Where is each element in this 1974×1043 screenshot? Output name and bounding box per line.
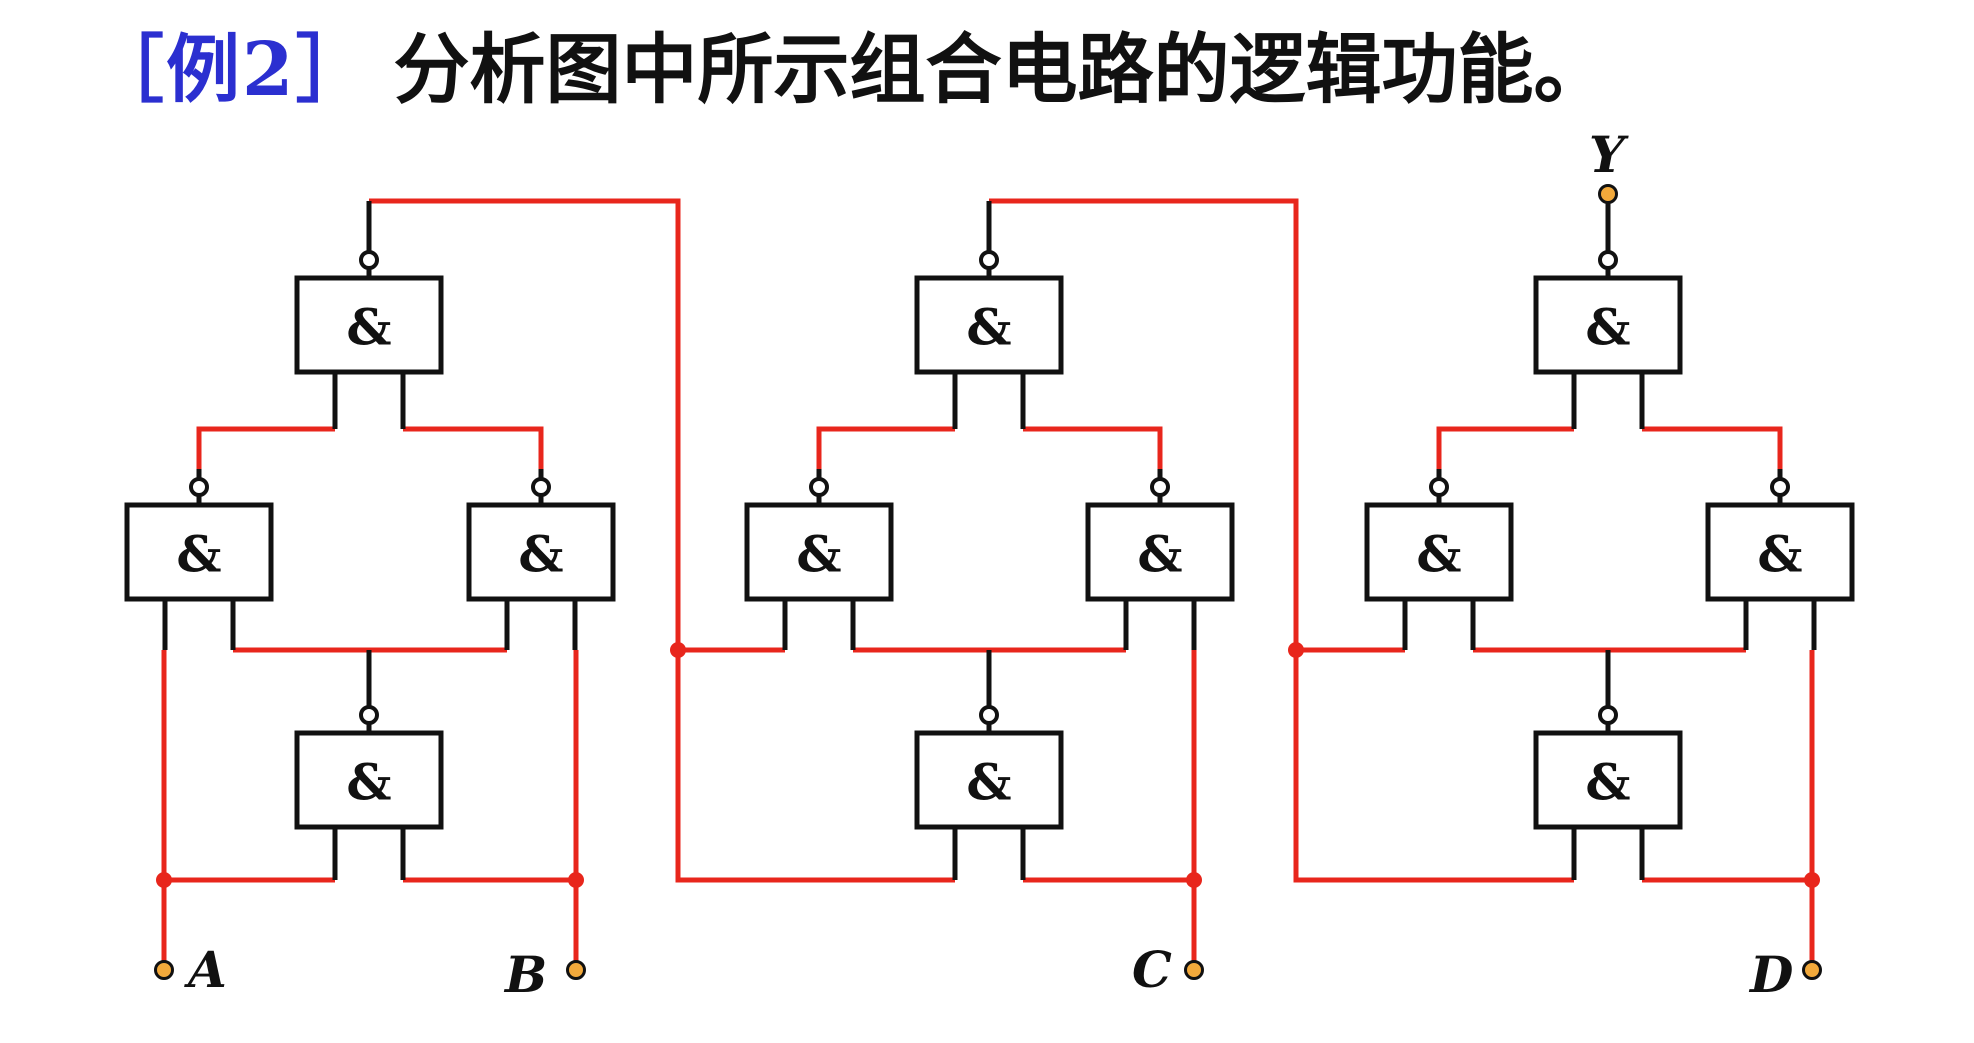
and-symbol: & <box>796 525 841 584</box>
terminal-label-a: A <box>184 940 227 999</box>
and-symbol: & <box>966 753 1011 812</box>
junction-dot <box>1186 872 1202 888</box>
gate-body <box>294 275 444 375</box>
inversion-bubble <box>979 250 999 270</box>
inversion-bubble <box>189 477 209 497</box>
wire-right-to-top <box>403 426 544 479</box>
and-symbol: & <box>1416 525 1461 584</box>
gate-body <box>294 730 444 830</box>
slide-title: ［例2］ 分析图中所示组合电路的逻辑功能。 <box>90 18 1610 114</box>
title-text: 分析图中所示组合电路的逻辑功能。 <box>393 25 1610 114</box>
inversion-bubble <box>359 250 379 270</box>
wire-feed-1-low <box>675 650 955 883</box>
and-symbol: & <box>966 298 1011 357</box>
nand-gates: & & & & & & & & & & & & <box>124 275 1855 830</box>
and-symbol: & <box>1585 753 1630 812</box>
terminal-label-y: Y <box>1589 125 1629 184</box>
and-symbol: & <box>1585 298 1630 357</box>
nand-gate-right: & <box>1705 502 1855 602</box>
gate-body <box>466 502 616 602</box>
inversion-bubble <box>1598 250 1618 270</box>
inversion-bubble <box>979 705 999 725</box>
wire-feed-1 <box>369 198 681 650</box>
terminal-pad <box>1802 960 1822 980</box>
nand-gate-bottom: & <box>1533 730 1683 830</box>
gate-body <box>1364 502 1514 602</box>
nand-gate-right: & <box>466 502 616 602</box>
nand-gate-left: & <box>1364 502 1514 602</box>
example-tag: ［例2］ <box>90 26 372 113</box>
gate-body <box>1085 502 1235 602</box>
junction-dot <box>568 872 584 888</box>
inversion-bubble <box>1150 477 1170 497</box>
inversion-bubble <box>1598 705 1618 725</box>
and-symbol: & <box>346 298 391 357</box>
gate-body <box>1533 730 1683 830</box>
nand-gate-top: & <box>294 275 444 375</box>
wire-right-to-top <box>1023 426 1163 479</box>
gate-body <box>1533 275 1683 375</box>
and-symbol: & <box>346 753 391 812</box>
gate-body <box>124 502 274 602</box>
inversion-bubble <box>1770 477 1790 497</box>
terminal-label-d: D <box>1748 945 1793 1004</box>
nand-gate-bottom: & <box>294 730 444 830</box>
gate-body <box>914 275 1064 375</box>
terminal-pad <box>1598 184 1618 204</box>
wire-right-to-top <box>1642 426 1783 479</box>
gate-body <box>1705 502 1855 602</box>
junction-dot <box>1804 872 1820 888</box>
terminal-pad <box>566 960 586 980</box>
nand-gate-bottom: & <box>914 730 1064 830</box>
wire-feed-2-low <box>1293 650 1574 883</box>
gate-body <box>744 502 894 602</box>
inversion-bubble <box>359 705 379 725</box>
gate-pins <box>162 250 1817 880</box>
nand-gate-top: & <box>1533 275 1683 375</box>
nand-gate-left: & <box>124 502 274 602</box>
nand-gate-left: & <box>744 502 894 602</box>
terminal-label-c: C <box>1132 940 1172 999</box>
nand-gate-right: & <box>1085 502 1235 602</box>
inversion-bubble <box>1429 477 1449 497</box>
wire-left-to-top <box>196 426 335 479</box>
inversion-bubble <box>531 477 551 497</box>
gate-body <box>914 730 1064 830</box>
wire-feed-2 <box>989 198 1299 650</box>
wires <box>161 194 1815 970</box>
and-symbol: & <box>1137 525 1182 584</box>
inversion-bubble <box>809 477 829 497</box>
nand-gate-top: & <box>914 275 1064 375</box>
and-symbol: & <box>1757 525 1802 584</box>
terminals: A B C D Y <box>154 125 1822 1004</box>
terminal-pad <box>154 960 174 980</box>
terminal-label-b: B <box>503 945 547 1004</box>
and-symbol: & <box>176 525 221 584</box>
terminal-pad <box>1184 960 1204 980</box>
junction-dot <box>156 872 172 888</box>
junction-dot <box>1288 642 1304 658</box>
and-symbol: & <box>518 525 563 584</box>
wire-left-to-top <box>1436 426 1574 479</box>
junction-dot <box>670 642 686 658</box>
wire-left-to-top <box>816 426 955 479</box>
